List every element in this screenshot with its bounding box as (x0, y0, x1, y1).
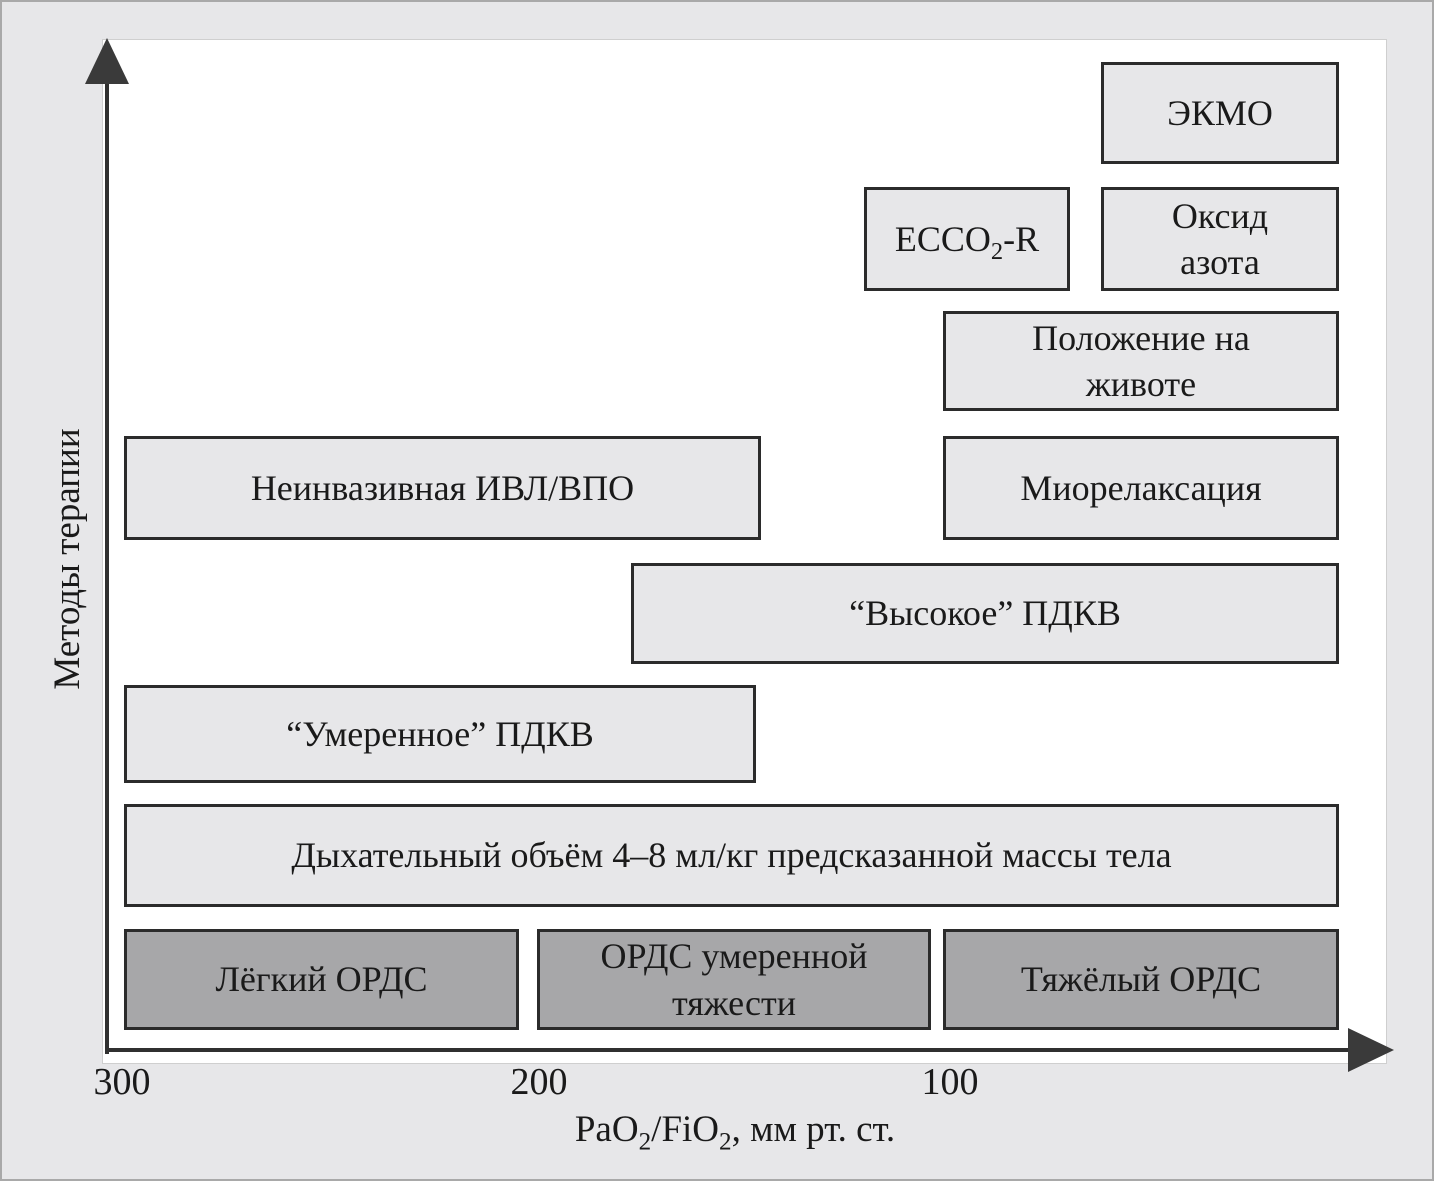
x-tick-100: 100 (921, 1061, 979, 1103)
severity-box-mild-ards: Лёгкий ОРДС (124, 929, 519, 1030)
x-tick-200: 200 (510, 1061, 568, 1103)
therapy-box-ecmo-label: ЭКМО (1167, 92, 1273, 133)
severity-box-moderate-ards: ОРДС умеренной тяжести (537, 929, 931, 1030)
therapy-box-prone-position-label: Положение на животе (1032, 317, 1250, 404)
y-axis-label: Методы терапии (47, 428, 88, 690)
therapy-box-nitric-oxide: Оксид азота (1101, 187, 1339, 291)
y-axis-arrow-icon (85, 38, 129, 84)
x-axis-line (105, 1048, 1353, 1052)
x-axis-label: PaO2/FiO2, мм рт. ст. (574, 1109, 896, 1156)
therapy-box-moderate-peep: “Умеренное” ПДКВ (124, 685, 756, 783)
severity-box-mild-ards-label: Лёгкий ОРДС (215, 959, 428, 1000)
therapy-box-tidal-volume-label: Дыхательный объём 4–8 мл/кг предсказанно… (291, 835, 1172, 876)
therapy-box-high-peep: “Высокое” ПДКВ (631, 563, 1339, 664)
x-tick-300: 300 (93, 1061, 151, 1103)
therapy-box-myorelaxation-label: Миорелаксация (1020, 467, 1262, 508)
x-axis-arrow-icon (1348, 1028, 1394, 1072)
y-axis-line (105, 54, 109, 1054)
severity-box-severe-ards: Тяжёлый ОРДС (943, 929, 1339, 1030)
therapy-box-myorelaxation: Миорелаксация (943, 436, 1339, 540)
severity-box-severe-ards-label: Тяжёлый ОРДС (1020, 959, 1262, 1000)
therapy-box-tidal-volume: Дыхательный объём 4–8 мл/кг предсказанно… (124, 804, 1339, 907)
therapy-box-noninvasive-ventilation-label: Неинвазивная ИВЛ/ВПО (250, 467, 635, 508)
therapy-box-ecmo: ЭКМО (1101, 62, 1339, 164)
therapy-box-prone-position: Положение на животе (943, 311, 1339, 411)
therapy-box-ecco2r: ECCO2-R (864, 187, 1070, 291)
therapy-box-moderate-peep-label: “Умеренное” ПДКВ (286, 713, 594, 754)
severity-box-moderate-ards-label: ОРДС умеренной тяжести (600, 936, 868, 1023)
therapy-box-high-peep-label: “Высокое” ПДКВ (849, 593, 1121, 634)
therapy-box-nitric-oxide-label: Оксид азота (1171, 195, 1269, 282)
therapy-box-noninvasive-ventilation: Неинвазивная ИВЛ/ВПО (124, 436, 761, 540)
therapy-box-ecco2r-label: ECCO2-R (894, 218, 1040, 266)
